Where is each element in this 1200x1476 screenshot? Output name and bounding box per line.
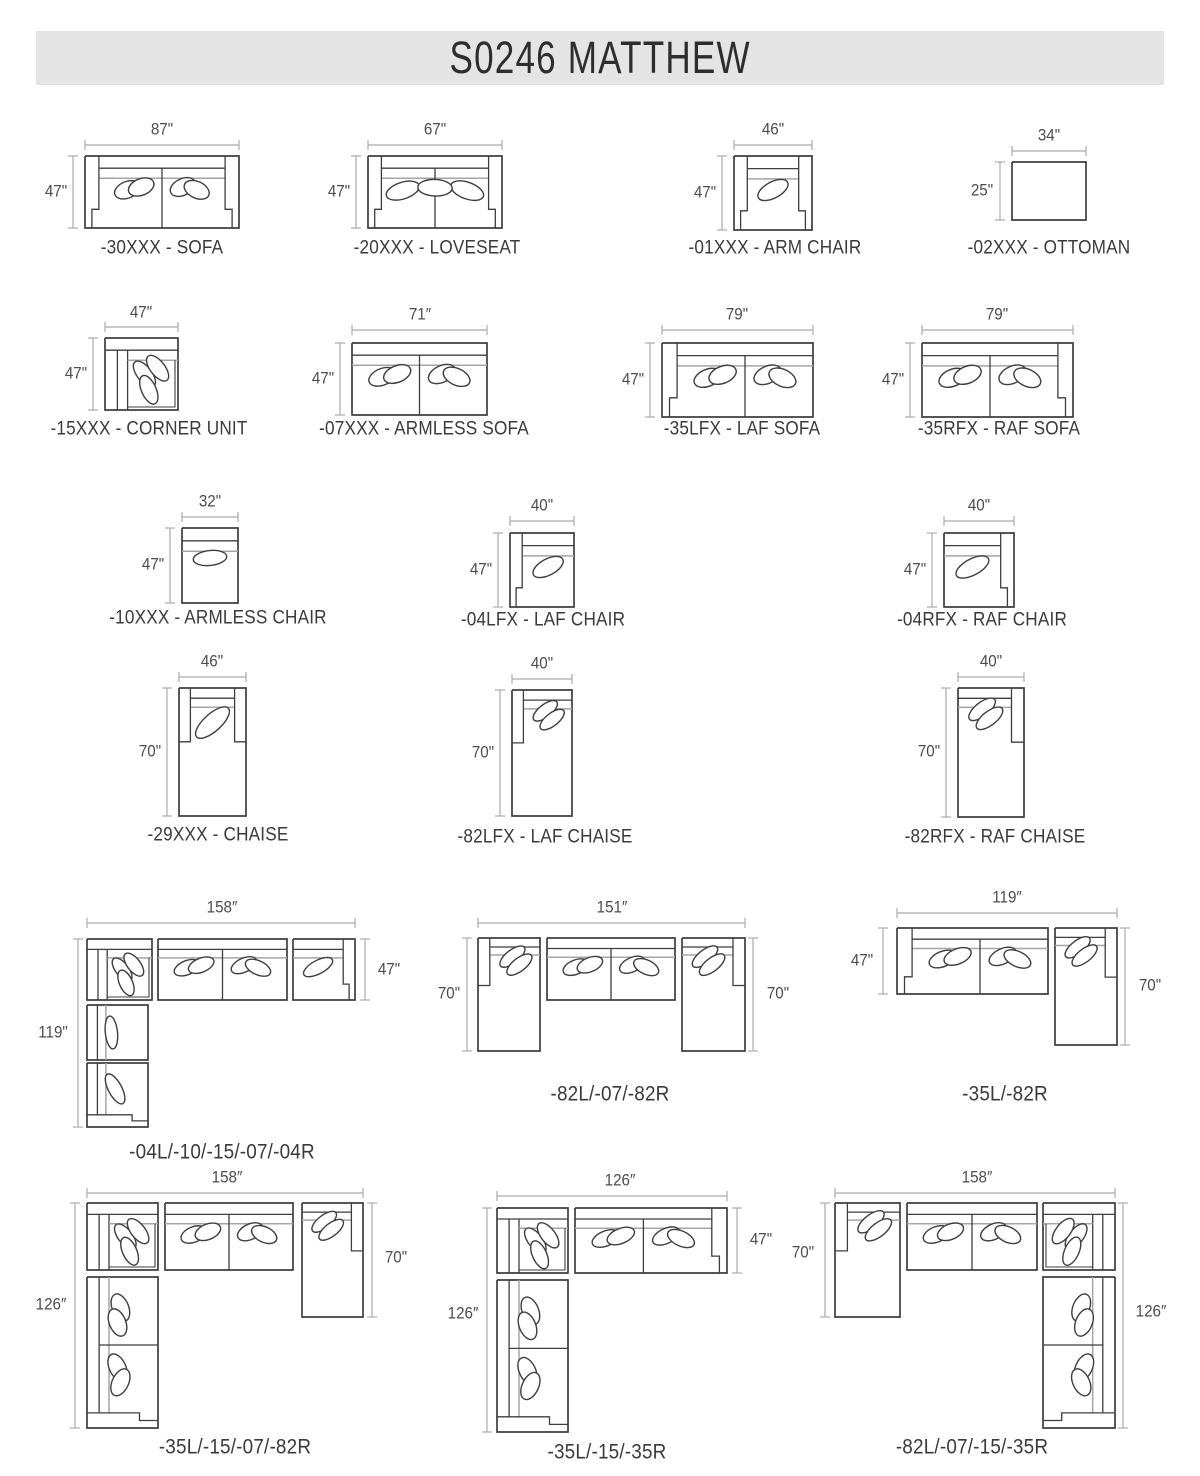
dimension-right-sec-e: 47" — [749, 1230, 773, 1249]
dimension-top-sec-b: 151″ — [596, 898, 628, 917]
dimension-top-sec-c: 119″ — [992, 888, 1022, 907]
dimension-top-laf-chair: 40" — [530, 496, 554, 515]
title-bar: S0246 MATTHEW — [36, 31, 1164, 85]
dimension-left-sec-e: 126″ — [447, 1304, 479, 1323]
figure-label-sec-c: -35L/-82R — [962, 1081, 1048, 1106]
dimension-left-chaise: 70" — [138, 742, 162, 761]
dimension-left-laf-chair: 47" — [469, 560, 493, 579]
figure-label-chaise: -29XXX - CHAISE — [147, 823, 289, 846]
dimension-top-arm-chair: 46" — [761, 120, 785, 139]
dimension-right-sec-a: 47" — [377, 960, 401, 979]
page-title: S0246 MATTHEW — [449, 32, 751, 83]
figure-label-sec-b: -82L/-07/-82R — [550, 1081, 670, 1106]
dimension-top-raf-sofa: 79" — [985, 305, 1009, 324]
dimension-top-chaise: 46" — [200, 652, 224, 671]
dimension-right-sec-f: 126″ — [1135, 1302, 1167, 1321]
dimension-top-laf-chaise: 40" — [530, 654, 554, 673]
dimension-top-raf-chair: 40" — [967, 496, 991, 515]
dimension-top-ottoman: 34" — [1037, 126, 1061, 145]
dimension-left-laf-sofa: 47" — [621, 370, 645, 389]
dimension-left-sec-a: 119" — [38, 1023, 68, 1042]
dimension-left-armless-sofa: 47" — [311, 369, 335, 388]
figure-label-raf-chair: -04RFX - RAF CHAIR — [896, 608, 1068, 631]
dimension-right-sec-c: 70" — [1138, 976, 1162, 995]
figure-label-loveseat: -20XXX - LOVESEAT — [353, 236, 521, 259]
figure-label-ottoman: -02XXX - OTTOMAN — [967, 236, 1131, 259]
dimension-top-sec-d: 158″ — [211, 1168, 243, 1187]
dimension-left-raf-chair: 47" — [903, 560, 927, 579]
figure-label-sec-d: -35L/-15/-07/-82R — [158, 1434, 312, 1459]
dimension-top-corner-unit: 47" — [129, 303, 153, 322]
dimension-left-armless-chair: 47" — [141, 555, 165, 574]
dimension-left-ottoman: 25" — [970, 181, 994, 200]
dimension-top-armless-chair: 32" — [198, 492, 222, 511]
dimension-left-arm-chair: 47" — [693, 183, 717, 202]
dimension-left-sec-d: 126″ — [35, 1295, 67, 1314]
dimension-left-corner-unit: 47" — [64, 364, 88, 383]
dimension-left-laf-chaise: 70" — [471, 743, 495, 762]
figure-label-corner-unit: -15XXX - CORNER UNIT — [50, 417, 248, 440]
figure-label-sec-a: -04L/-10/-15/-07/-04R — [129, 1139, 315, 1164]
dimension-left-loveseat: 47" — [327, 182, 351, 201]
dimension-left-sofa: 47" — [44, 182, 68, 201]
dimension-left-sec-f: 70" — [791, 1243, 815, 1262]
dimension-top-armless-sofa: 71″ — [408, 305, 432, 324]
figure-label-laf-sofa: -35LFX - LAF SOFA — [663, 417, 821, 440]
figure-label-sec-f: -82L/-07/-15/-35R — [895, 1434, 1049, 1459]
dimension-left-sec-c: 47" — [850, 951, 874, 970]
figure-label-laf-chair: -04LFX - LAF CHAIR — [460, 608, 626, 631]
dimension-top-sec-e: 126″ — [604, 1171, 636, 1190]
figure-label-raf-chaise: -82RFX - RAF CHAISE — [904, 825, 1086, 848]
dimension-top-sec-f: 158″ — [961, 1168, 993, 1187]
figure-label-raf-sofa: -35RFX - RAF SOFA — [917, 417, 1081, 440]
dimension-top-sec-a: 158″ — [206, 898, 238, 917]
dimension-left-raf-chaise: 70" — [917, 742, 941, 761]
figure-label-armless-sofa: -07XXX - ARMLESS SOFA — [319, 417, 529, 440]
figure-label-arm-chair: -01XXX - ARM CHAIR — [688, 236, 862, 259]
dimension-top-laf-sofa: 79" — [725, 305, 749, 324]
dimension-top-sofa: 87" — [150, 120, 174, 139]
dimension-top-raf-chaise: 40" — [979, 652, 1003, 671]
dimension-right-sec-d: 70" — [384, 1248, 408, 1267]
dimension-left-raf-sofa: 47" — [881, 370, 905, 389]
dimension-top-loveseat: 67" — [423, 120, 447, 139]
dimension-left-sec-b: 70" — [437, 984, 461, 1003]
figure-label-sec-e: -35L/-15/-35R — [547, 1439, 667, 1464]
figure-label-armless-chair: -10XXX - ARMLESS CHAIR — [109, 606, 327, 629]
figure-label-sofa: -30XXX - SOFA — [100, 236, 224, 259]
dimension-right-sec-b: 70" — [766, 984, 790, 1003]
figure-label-laf-chaise: -82LFX - LAF CHAISE — [457, 825, 633, 848]
